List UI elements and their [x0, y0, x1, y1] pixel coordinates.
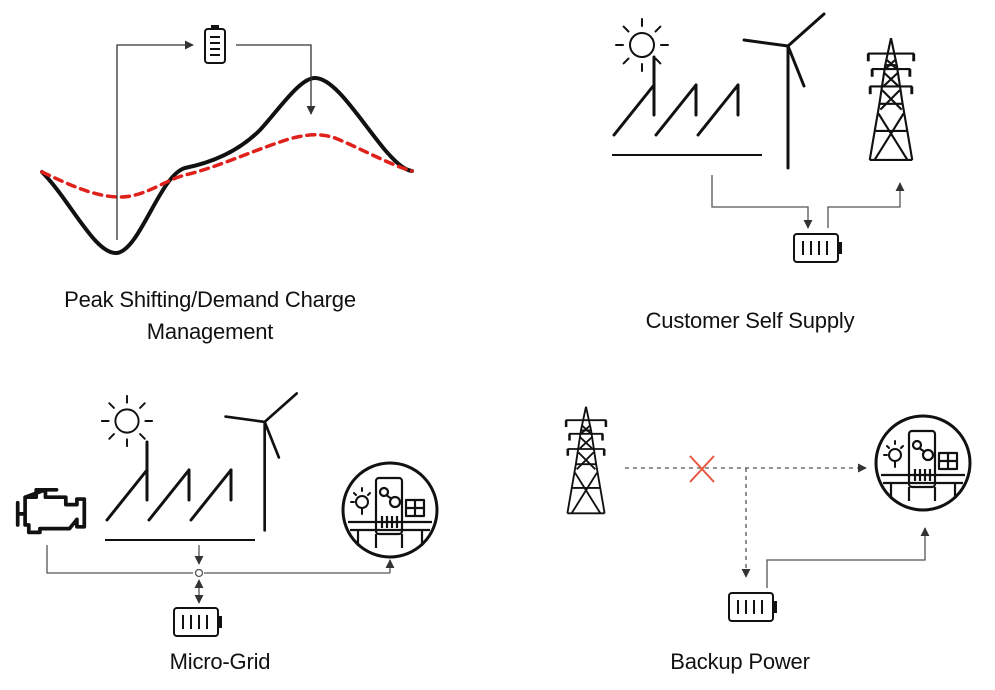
engine-icon — [15, 487, 87, 535]
demand-curve-original — [40, 75, 414, 255]
micro-grid-diagram — [15, 392, 439, 637]
caption-micro-grid: Micro-Grid — [169, 649, 271, 674]
transmission-tower-icon — [865, 37, 917, 161]
self-supply-diagram — [612, 12, 917, 263]
sun-icon — [615, 18, 669, 72]
demand-curve-shifted — [40, 133, 414, 199]
battery-to-facility-arrow — [766, 527, 930, 588]
battery-icon — [172, 607, 224, 637]
facility-icon — [341, 461, 439, 559]
battery-to-grid-arrow — [827, 182, 905, 228]
solar-panel-icon — [612, 55, 762, 157]
cross-icon-stroke — [689, 455, 715, 483]
transmission-tower-icon — [563, 405, 609, 515]
discharge-path-arrow — [236, 44, 316, 115]
sun-icon — [100, 394, 154, 448]
engine-to-bus-arrow — [46, 545, 193, 574]
battery-icon — [727, 592, 779, 622]
solar-panel-icon — [105, 440, 255, 542]
peak-shifting-diagram — [40, 24, 414, 255]
generation-to-battery-arrow — [711, 175, 813, 229]
caption-peak-line2: Management — [146, 319, 274, 344]
backup-power-diagram — [563, 405, 972, 622]
battery-icon — [203, 24, 227, 65]
caption-peak-line1: Peak Shifting/Demand Charge — [64, 287, 356, 312]
caption-self-supply: Customer Self Supply — [645, 308, 855, 333]
wind-turbine-icon — [224, 392, 299, 532]
wind-turbine-icon — [742, 12, 826, 170]
facility-icon — [874, 414, 972, 512]
battery-icon — [793, 233, 843, 263]
caption-peak-shifting: Peak Shifting/Demand Charge Management — [20, 284, 400, 348]
bus-node — [194, 568, 204, 578]
charge-path-arrow — [116, 40, 194, 240]
caption-backup-power: Backup Power — [670, 649, 810, 674]
